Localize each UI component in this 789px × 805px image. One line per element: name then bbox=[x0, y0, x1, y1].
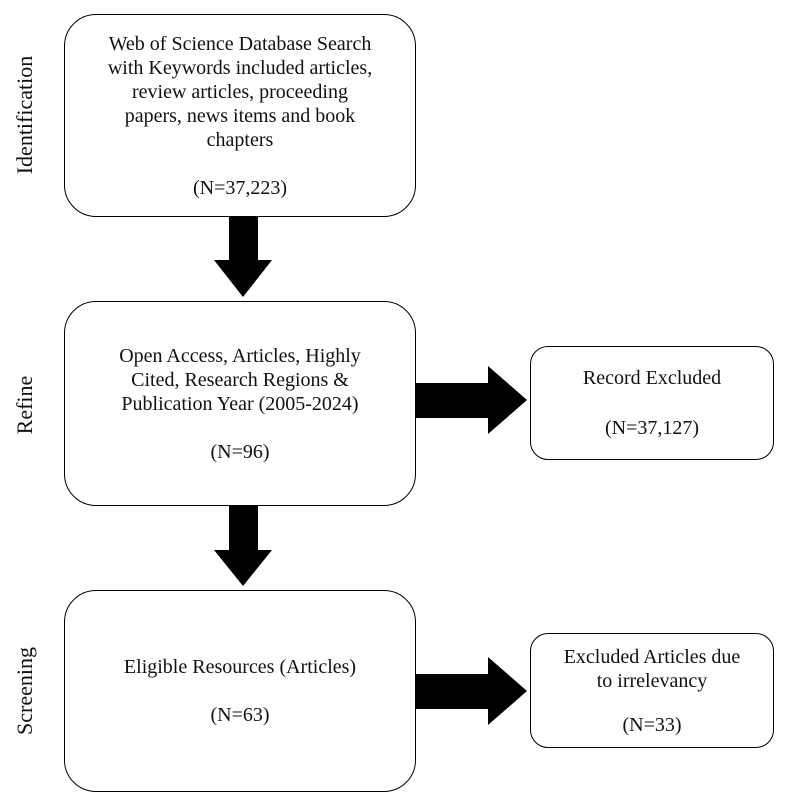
excluded-articles-box: Excluded Articles due to irrelevancy (N=… bbox=[530, 633, 774, 748]
down-arrow-identification-to-refine bbox=[214, 216, 272, 297]
record-excluded-label: Record Excluded bbox=[582, 367, 722, 389]
identification-box-line: Web of Science Database Search bbox=[108, 32, 372, 55]
identification-box-line: chapters bbox=[206, 128, 274, 151]
identification-box-line: papers, news items and book bbox=[124, 104, 356, 127]
excluded-articles-line: Excluded Articles due bbox=[563, 645, 741, 668]
excluded-articles-line: to irrelevancy bbox=[596, 669, 708, 692]
screening-box-line: Eligible Resources (Articles) bbox=[123, 656, 357, 678]
refine-box: Open Access, Articles, Highly Cited, Res… bbox=[64, 301, 416, 506]
right-arrow-refine-to-excluded bbox=[415, 366, 527, 434]
identification-box-line: review articles, proceeding bbox=[131, 80, 348, 103]
screening-box: Eligible Resources (Articles) (N=63) bbox=[64, 590, 416, 792]
refine-box-line: Open Access, Articles, Highly bbox=[119, 344, 361, 367]
record-excluded-box: Record Excluded (N=37,127) bbox=[530, 346, 774, 460]
identification-count: (N=37,223) bbox=[192, 176, 288, 199]
down-arrow-refine-to-screening bbox=[214, 506, 272, 586]
refine-count: (N=96) bbox=[210, 440, 270, 463]
refine-box-line: Publication Year (2005-2024) bbox=[121, 392, 359, 415]
excluded-articles-count: (N=33) bbox=[622, 713, 682, 736]
screening-count: (N=63) bbox=[210, 704, 270, 726]
record-excluded-count: (N=37,127) bbox=[604, 417, 700, 439]
refine-box-line: Cited, Research Regions & bbox=[131, 368, 349, 391]
right-arrow-screening-to-excluded bbox=[415, 657, 527, 725]
identification-box: Web of Science Database Search with Keyw… bbox=[64, 14, 416, 217]
identification-box-line: with Keywords included articles, bbox=[107, 56, 373, 79]
